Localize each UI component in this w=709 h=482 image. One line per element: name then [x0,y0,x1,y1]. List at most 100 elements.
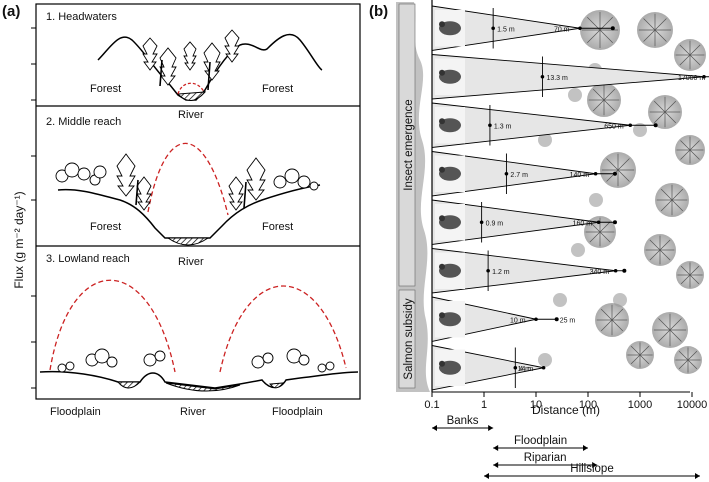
reach-2-river-label: River [178,256,204,268]
panel-b-label: (b) [369,3,388,20]
tail-point [653,123,658,128]
tail-point [622,268,627,273]
panel-a-ticks [31,27,36,389]
median-label: 0.9 m [486,220,504,227]
tail-point [612,220,617,225]
range-label: Banks [447,415,479,427]
x-tick-label: 0.1 [424,399,439,411]
dispersal-row: 10 m 25 m [431,296,576,343]
range-label: Riparian [524,452,567,464]
panel-a-label: (a) [2,3,20,20]
median-label: 1.3 m [494,123,512,130]
max-label: 160 m [573,220,593,227]
panel-a-frame [35,3,361,400]
bush-icon [568,88,582,102]
median-point [513,365,518,370]
shrub-icon [675,135,705,165]
shrub-icon [674,346,702,374]
river-channel-3a [116,381,142,389]
reach-1-title: 1. Headwaters [46,11,117,23]
max-label: 650 m [604,123,624,130]
median-point [491,26,495,31]
mayfly-icon [435,204,465,241]
fish-icon [435,301,465,338]
tail-point [610,26,615,31]
insect-emergence-label: Insect emergence [403,99,415,190]
reach-2-title: 2. Middle reach [46,116,121,128]
median-point [540,74,545,79]
reach-headwaters: 1. Headwaters Forest Forest River [46,11,323,121]
river-channel-3c [269,382,285,389]
dispersal-wedge [431,54,705,100]
max-label: 140 m [570,172,590,179]
caddisfly-icon [435,155,465,192]
trees-1 [142,29,240,91]
bush-icon [553,293,567,307]
dispersal-row: 0.9 m 160 m [431,199,617,246]
flux-curve-3b [219,285,347,373]
reach-lowland: 3. Lowland reach Floodplain River Floodp… [39,253,359,418]
insect-group-bar [398,3,416,287]
median-point [486,268,490,273]
stonefly-icon [435,107,465,144]
median-label: 1.5 m [497,26,515,33]
median-label: 13.3 m [546,75,568,82]
range-label: Hillslope [570,463,613,475]
shrub-icon [676,261,704,289]
x-axis-title: Distance (m) [532,403,600,417]
reach-1-left-label: Forest [90,83,121,95]
max-label: 10 m [510,317,526,324]
median-point [504,171,509,176]
bush-icon [589,193,603,207]
max-label: 70 m [554,26,570,33]
flux-curve-1 [177,82,205,95]
reach-3-right-label: Floodplain [272,406,323,418]
shrub-icon [674,39,706,71]
bear-icon [435,349,465,386]
median-point [488,123,492,128]
valley-profile-3 [39,370,359,389]
x-tick-label: 100 [579,399,597,411]
median-label: 4 m [519,366,531,373]
spider-icon [435,252,465,289]
range-arrow: Riparian [493,452,598,468]
reach-3-river-label: River [180,406,206,418]
reach-1-river-label: River [178,109,204,121]
dispersal-row: 1.3 m 650 m [431,102,658,149]
tail-label: 25 m [560,317,576,324]
shrub-icon [652,312,688,348]
bush-icon [613,293,627,307]
max-point [541,365,546,370]
range-arrow: Floodplain [493,435,588,451]
bat-icon [435,10,465,47]
shrub-icon [595,303,629,337]
reach-1-right-label: Forest [262,83,293,95]
median-point [479,220,484,225]
river-channel-1 [176,91,207,101]
shrub-icon [600,152,636,188]
shrub-icon [644,234,676,266]
reach-middle: 2. Middle reach Forest Forest River [46,116,321,268]
max-label: 17000 m [678,75,705,82]
tail-point [612,171,617,176]
salmon-group-bar [398,289,416,389]
bush-icon [633,123,647,137]
x-tick-label: 1000 [628,399,652,411]
shrub-icon [626,341,654,369]
bush-icon [538,133,552,147]
flux-curve-3a [49,279,176,373]
bush-icon [538,353,552,367]
shrub-icon [580,10,620,50]
vegetation [538,10,706,374]
max-label: 14 m [518,366,534,373]
max-label: 340 m [590,269,610,276]
reach-2-right-label: Forest [262,221,293,233]
range-arrow: Banks [432,415,494,431]
reach-2-left-label: Forest [90,221,121,233]
